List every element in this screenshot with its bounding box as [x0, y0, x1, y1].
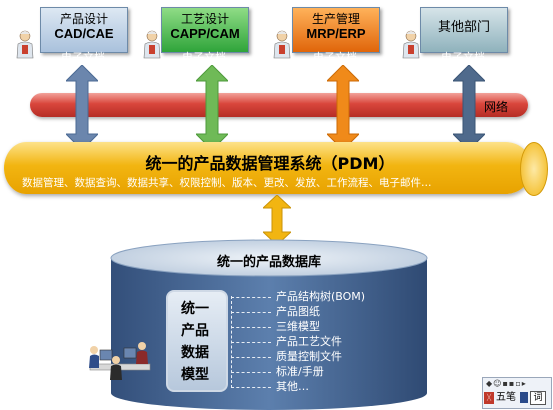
ime-mode-icons[interactable]: ◆☺▪▪▫▸ — [486, 379, 527, 388]
data-model-char: 数据 — [181, 345, 209, 361]
dept-doc-label: 电子文档 — [313, 51, 357, 64]
bracket-tick — [231, 297, 271, 298]
dept-box-other: 其他部门 — [420, 7, 508, 53]
ime-word-icon[interactable]: 词 — [530, 391, 546, 405]
people-computers-icon — [89, 342, 151, 380]
dept-doc-label: 电子文档 — [61, 51, 105, 64]
person-icon — [16, 30, 34, 59]
double-arrow-icon — [263, 195, 291, 245]
dept-box-production: 生产管理 MRP/ERP — [292, 7, 380, 53]
database-item: 质量控制文件 — [276, 350, 342, 363]
pdm-functions: 数据管理、数据查询、数据共享、权限控制、版本、更改、发放、工作流程、电子邮件… — [22, 177, 432, 189]
bracket-tick — [231, 357, 271, 358]
dept-title: 工艺设计 — [180, 12, 229, 26]
double-arrow-icon — [327, 65, 359, 150]
dept-doc-label: 电子文档 — [182, 51, 226, 64]
database-item: 产品工艺文件 — [276, 335, 342, 348]
bracket-tick — [231, 372, 271, 373]
person-icon — [402, 30, 420, 59]
dept-system: CAD/CAE — [54, 26, 114, 41]
dept-doc-label: 电子文档 — [441, 51, 485, 64]
double-arrow-icon — [453, 65, 485, 150]
dept-system: CAPP/CAM — [170, 26, 240, 41]
ime-mode-label[interactable]: 五笔 — [496, 392, 516, 403]
person-icon — [273, 30, 291, 59]
database-item: 标准/手册 — [276, 365, 324, 378]
dept-box-process: 工艺设计 CAPP/CAM — [161, 7, 249, 53]
data-model-char: 产品 — [181, 323, 209, 339]
network-label: 网络 — [484, 100, 509, 114]
double-arrow-icon — [66, 65, 98, 150]
bracket-tick — [231, 327, 271, 328]
data-model-box — [166, 290, 228, 392]
double-arrow-icon — [196, 65, 228, 150]
bracket-tick — [231, 342, 271, 343]
database-title: 统一的产品数据库 — [216, 255, 321, 270]
ime-logo-icon[interactable]: ᚷ — [484, 392, 494, 404]
dept-box-design: 产品设计 CAD/CAE — [40, 7, 128, 53]
pdm-cylinder-end — [520, 142, 548, 196]
person-icon — [143, 30, 161, 59]
network-pipe — [30, 93, 528, 117]
dept-title: 其他部门 — [437, 20, 490, 35]
ime-separator-icon — [520, 392, 528, 403]
dept-title: 产品设计 — [59, 12, 108, 26]
data-model-char: 统一 — [181, 301, 209, 317]
dept-title: 生产管理 — [311, 12, 360, 26]
database-item: 其他… — [276, 380, 309, 393]
database-item: 三维模型 — [276, 320, 320, 333]
dept-system: MRP/ERP — [306, 26, 366, 41]
pdm-cylinder — [4, 142, 532, 194]
database-item: 产品结构树(BOM) — [276, 290, 366, 303]
bracket-tick — [231, 312, 271, 313]
bracket-tick — [231, 387, 271, 388]
database-item: 产品图纸 — [276, 305, 320, 318]
data-model-char: 模型 — [181, 367, 209, 383]
pdm-title: 统一的产品数据管理系统（PDM） — [145, 154, 395, 173]
